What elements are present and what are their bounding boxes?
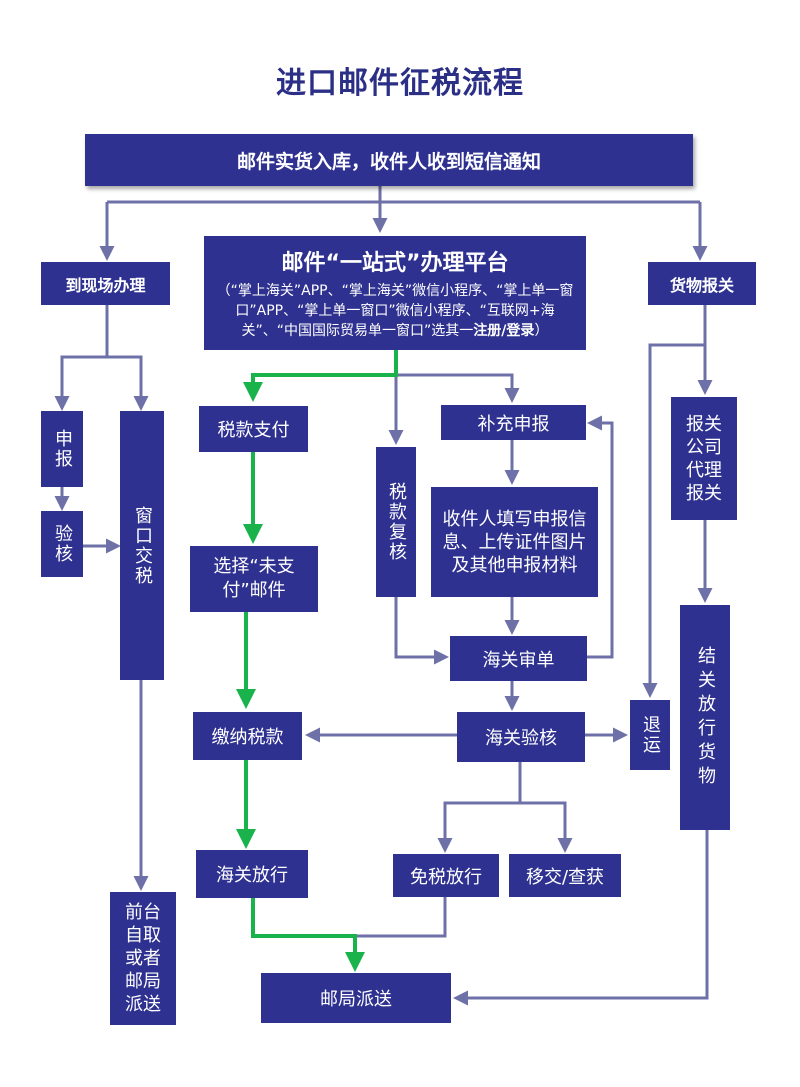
- tax-free-release-box: 免税放行: [393, 854, 499, 897]
- post-office-delivery-label: 邮局派送: [320, 989, 392, 1010]
- verify-box: 验核: [41, 511, 83, 577]
- supplementary-declaration-box: 补充申报: [441, 405, 586, 440]
- goods-declaration-box: 货物报关: [648, 262, 756, 305]
- pickup-or-delivery-box: 前台自取或者邮局派送: [110, 892, 176, 1025]
- pickup-or-delivery-label: 前台自取或者邮局派送: [125, 902, 161, 1015]
- release-goods-label: 结关放行货物: [695, 645, 716, 790]
- fill-declaration-info-label: 收件人填写申报信息、上传证件图片及其他申报材料: [442, 508, 587, 576]
- supplementary-declaration-label: 补充申报: [477, 413, 550, 435]
- select-unpaid-box: 选择“未支付”邮件: [190, 546, 318, 612]
- pay-tax-box: 缴纳税款: [193, 712, 302, 760]
- platform-title: 邮件“一站式”办理平台: [281, 251, 509, 276]
- platform-desc-suffix: ）: [534, 323, 549, 339]
- window-tax-box: 窗口交税: [120, 411, 164, 680]
- window-tax-label: 窗口交税: [132, 505, 153, 586]
- transfer-seize-box: 移交/查获: [509, 854, 621, 897]
- select-unpaid-label: 选择“未支付”邮件: [213, 556, 295, 601]
- page-title: 进口邮件征税流程: [276, 66, 524, 101]
- onsite-handling-label: 到现场办理: [65, 275, 146, 295]
- tax-review-box: 税款复核: [376, 447, 416, 597]
- platform-description: （“掌上海关”APP、“掌上海关”微信小程序、“掌上单一窗口”APP、“掌上单一…: [214, 281, 576, 341]
- fill-declaration-info-box: 收件人填写申报信息、上传证件图片及其他申报材料: [431, 487, 598, 597]
- customs-audit-box: 海关审单: [450, 636, 587, 681]
- verify-label: 验核: [52, 524, 73, 564]
- customs-verify-label: 海关验核: [485, 728, 557, 749]
- tax-payment-box: 税款支付: [199, 406, 308, 452]
- pay-tax-label: 缴纳税款: [211, 727, 284, 748]
- post-office-delivery-box: 邮局派送: [261, 973, 451, 1023]
- customs-release-label: 海关放行: [216, 865, 288, 886]
- one-stop-platform-box: 邮件“一站式”办理平台 （“掌上海关”APP、“掌上海关”微信小程序、“掌上单一…: [204, 236, 586, 350]
- release-goods-box: 结关放行货物: [680, 605, 730, 830]
- broker-declaration-box: 报关公司代理报关: [671, 397, 737, 520]
- return-shipment-box: 退运: [630, 700, 670, 770]
- tax-free-release-label: 免税放行: [410, 866, 482, 888]
- mail-warehoused-label: 邮件实货入库，收件人收到短信通知: [236, 150, 541, 173]
- platform-desc-prefix: （“掌上海关”APP、“掌上海关”微信小程序、“掌上单一窗口”APP、“掌上单一…: [216, 283, 574, 339]
- tax-payment-label: 税款支付: [217, 420, 290, 441]
- tax-review-label: 税款复核: [386, 482, 407, 562]
- customs-verify-box: 海关验核: [457, 712, 585, 762]
- return-shipment-label: 退运: [640, 715, 661, 755]
- declare-label: 申报: [52, 429, 73, 469]
- register-login-text: 注册/登录: [473, 323, 535, 339]
- mail-warehoused-notice: 邮件实货入库，收件人收到短信通知: [85, 134, 693, 186]
- onsite-handling-box: 到现场办理: [41, 262, 170, 305]
- goods-declaration-label: 货物报关: [669, 275, 734, 295]
- transfer-seize-label: 移交/查获: [525, 866, 605, 888]
- customs-audit-label: 海关审单: [482, 649, 555, 671]
- customs-release-box: 海关放行: [196, 850, 308, 898]
- declare-box: 申报: [41, 411, 83, 487]
- broker-declaration-label: 报关公司代理报关: [686, 413, 722, 504]
